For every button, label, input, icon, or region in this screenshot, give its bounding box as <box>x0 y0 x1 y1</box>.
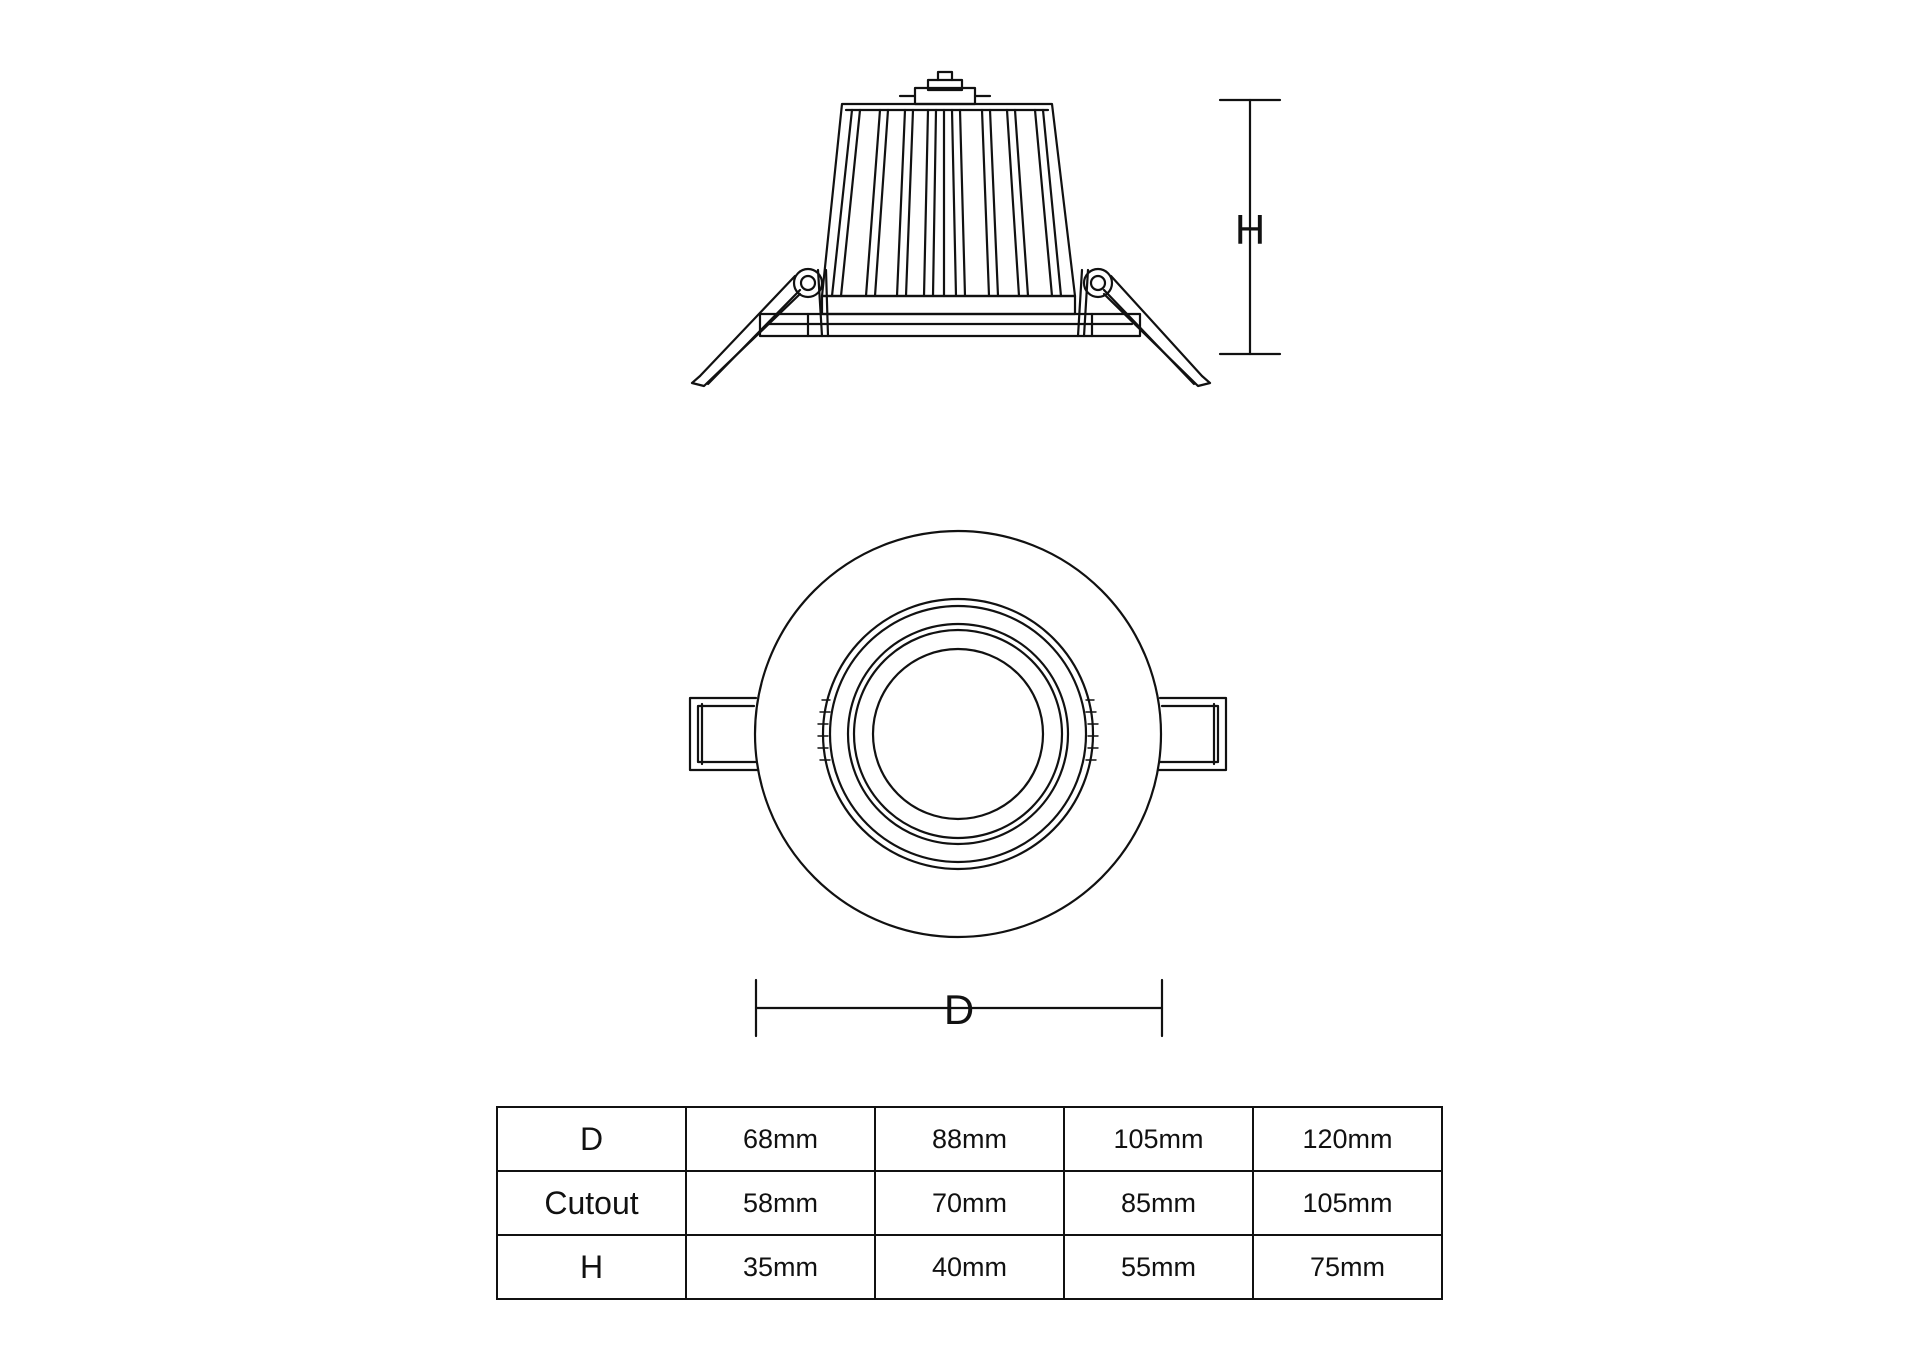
diameter-dimension-label: D <box>944 986 974 1033</box>
table-cell: 88mm <box>874 1106 1065 1172</box>
table-row: Cutout 58mm 70mm 85mm 105mm <box>496 1170 1443 1236</box>
table-cell: 120mm <box>1252 1106 1443 1172</box>
trim-ring <box>753 529 1163 939</box>
table-cell: 105mm <box>1063 1106 1254 1172</box>
top-connector <box>898 70 992 106</box>
table-cell: 85mm <box>1063 1170 1254 1236</box>
table-cell: 55mm <box>1063 1234 1254 1300</box>
table-cell: 68mm <box>685 1106 876 1172</box>
height-dimension <box>1218 98 1282 356</box>
right-spring-clip <box>1076 267 1212 388</box>
screw-marks <box>817 699 1099 761</box>
table-row-label: D <box>496 1106 687 1172</box>
height-dimension-label: H <box>1235 206 1265 253</box>
diameter-dimension <box>754 978 1164 1038</box>
table-row: D 68mm 88mm 105mm 120mm <box>496 1106 1443 1172</box>
table-cell: 70mm <box>874 1170 1065 1236</box>
table-cell: 75mm <box>1252 1234 1443 1300</box>
bezel-inner-ring <box>846 622 1070 846</box>
table-row: H 35mm 40mm 55mm 75mm <box>496 1234 1443 1300</box>
table-row-label: H <box>496 1234 687 1300</box>
table-cell: 58mm <box>685 1170 876 1236</box>
table-cell: 105mm <box>1252 1170 1443 1236</box>
dimensions-table: D 68mm 88mm 105mm 120mm Cutout 58mm 70mm… <box>496 1106 1443 1300</box>
lens <box>871 647 1045 821</box>
front-view: D <box>688 529 1228 1038</box>
table-row-label: Cutout <box>496 1170 687 1236</box>
left-spring-clip <box>690 267 830 388</box>
table-cell: 40mm <box>874 1234 1065 1300</box>
heatsink-fins <box>830 108 1063 298</box>
left-clip-bracket <box>688 696 760 772</box>
base-plate <box>820 294 1077 316</box>
side-view: H <box>690 70 1282 388</box>
bezel-outer-ring <box>821 597 1095 871</box>
right-clip-bracket <box>1156 696 1228 772</box>
table-cell: 35mm <box>685 1234 876 1300</box>
